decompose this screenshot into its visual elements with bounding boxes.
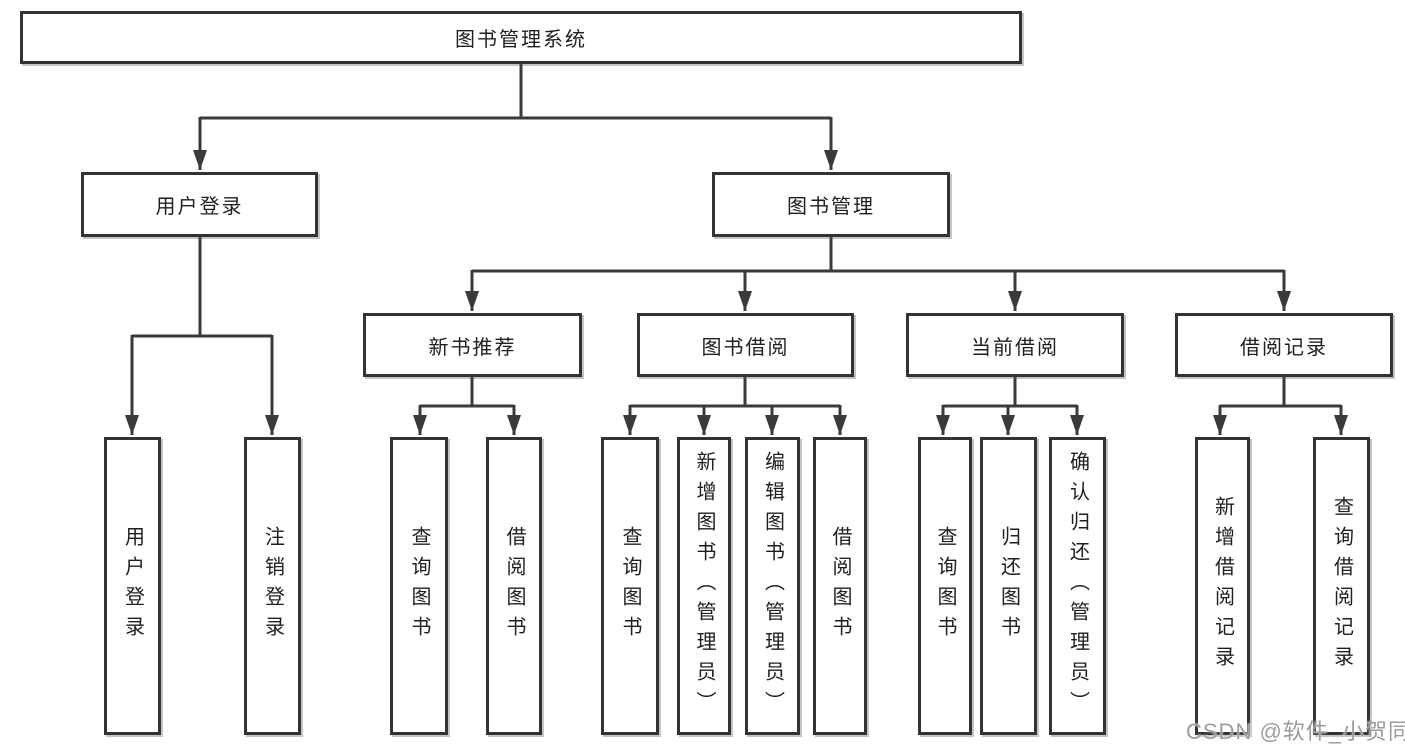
node-leaf-query-books-bb-label: 查询图书 [619, 526, 641, 646]
connector-newbookrec-split [420, 375, 514, 408]
node-book-management-label: 图书管理 [787, 196, 875, 218]
node-root-label: 图书管理系统 [455, 29, 587, 51]
node-new-book-recommend-label: 新书推荐 [428, 336, 517, 359]
node-leaf-query-books-rec: 查询图书 [390, 437, 448, 735]
node-leaf-query-books-cb-label: 查询图书 [934, 526, 956, 646]
node-leaf-query-books-bb: 查询图书 [601, 437, 659, 735]
connector-borrowrecords-split [1220, 375, 1341, 408]
node-leaf-return-books: 归还图书 [980, 437, 1037, 735]
node-book-borrow-label: 图书借阅 [701, 336, 790, 359]
node-leaf-add-books-admin-label: 新增图书（管理员） [693, 451, 715, 721]
connector-bookmgmt-split [472, 235, 1284, 273]
node-current-borrow: 当前借阅 [906, 313, 1124, 377]
node-leaf-edit-books-admin-label: 编辑图书（管理员） [761, 451, 784, 721]
node-new-book-recommend: 新书推荐 [363, 313, 582, 377]
node-leaf-edit-books-admin: 编辑图书（管理员） [745, 437, 800, 735]
node-book-management: 图书管理 [712, 172, 950, 237]
node-leaf-logout-label: 注销登录 [261, 526, 284, 646]
node-leaf-borrow-books-bb-label: 借阅图书 [829, 526, 851, 646]
node-borrow-records-label: 借阅记录 [1240, 336, 1328, 359]
node-leaf-user-login-label: 用户登录 [121, 526, 144, 646]
node-current-borrow-label: 当前借阅 [971, 336, 1059, 359]
node-leaf-logout: 注销登录 [244, 437, 301, 735]
node-book-borrow: 图书借阅 [637, 313, 854, 377]
node-leaf-query-borrow-record-label: 查询借阅记录 [1330, 496, 1353, 676]
node-leaf-return-books-label: 归还图书 [997, 526, 1020, 646]
node-leaf-query-books-cb: 查询图书 [918, 437, 972, 735]
node-leaf-user-login: 用户登录 [104, 437, 161, 735]
node-leaf-borrow-books-rec: 借阅图书 [486, 437, 542, 735]
node-leaf-add-borrow-record: 新增借阅记录 [1195, 437, 1250, 735]
connector-root-split [200, 62, 831, 120]
csdn-watermark: CSDN @软件_小贺同学 [1186, 719, 1405, 744]
node-leaf-query-books-rec-label: 查询图书 [408, 526, 430, 646]
node-user-login: 用户登录 [81, 172, 318, 237]
node-leaf-confirm-return-admin-label: 确认归还（管理员） [1066, 451, 1089, 721]
node-leaf-query-borrow-record: 查询借阅记录 [1313, 437, 1370, 735]
connector-currentborrow-split [943, 375, 1077, 408]
node-leaf-borrow-books-rec-label: 借阅图书 [503, 526, 525, 646]
connector-bookborrow-split [630, 375, 840, 408]
node-leaf-add-borrow-record-label: 新增借阅记录 [1211, 496, 1234, 676]
node-leaf-add-books-admin: 新增图书（管理员） [677, 437, 731, 735]
node-leaf-borrow-books-bb: 借阅图书 [813, 437, 867, 735]
node-borrow-records: 借阅记录 [1175, 313, 1393, 377]
connector-userlogin-split [132, 235, 272, 338]
node-user-login-label: 用户登录 [155, 196, 244, 218]
node-root: 图书管理系统 [20, 11, 1022, 64]
node-leaf-confirm-return-admin: 确认归还（管理员） [1049, 437, 1106, 735]
